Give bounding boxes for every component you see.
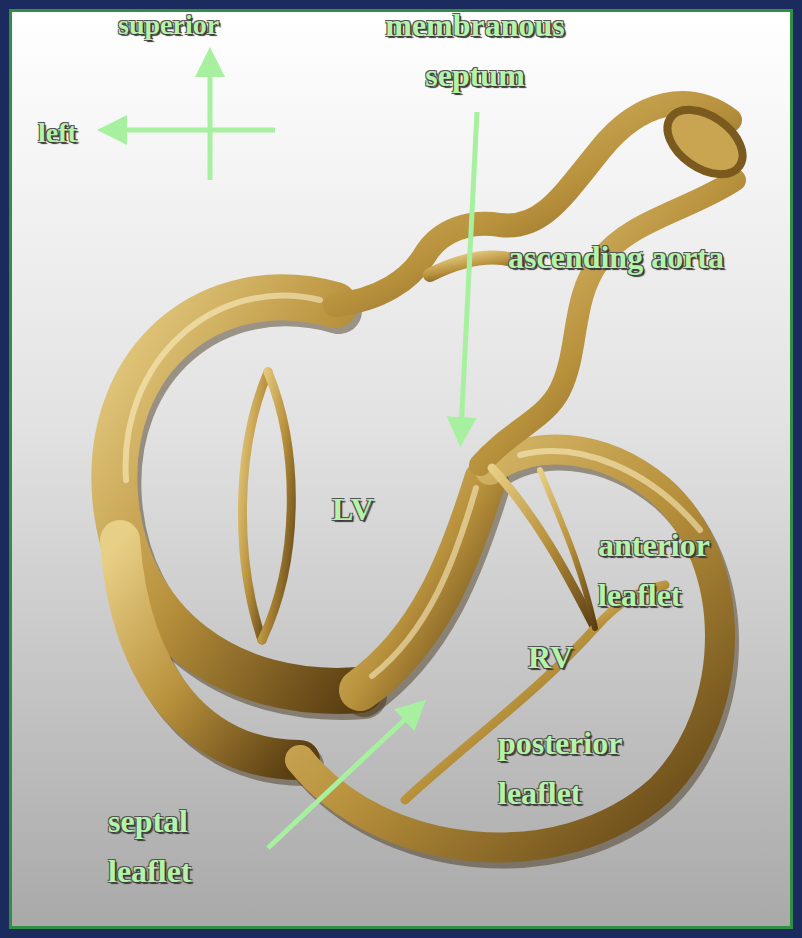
leader-arrows (268, 112, 477, 848)
heart-walls (114, 97, 754, 854)
direction-label: left (38, 108, 128, 158)
chamber-label: LV (332, 484, 422, 534)
anatomy-label: ascending aorta (508, 232, 728, 282)
direction-label: superior (118, 0, 288, 50)
anatomy-label: posterior leaflet (498, 718, 683, 818)
anatomy-label: membranous septum (345, 0, 605, 100)
chamber-label: RV (528, 632, 608, 682)
anatomy-label: septal leaflet (108, 796, 268, 896)
anatomy-label: anterior leaflet (598, 520, 768, 620)
orientation-arrows (112, 62, 275, 180)
